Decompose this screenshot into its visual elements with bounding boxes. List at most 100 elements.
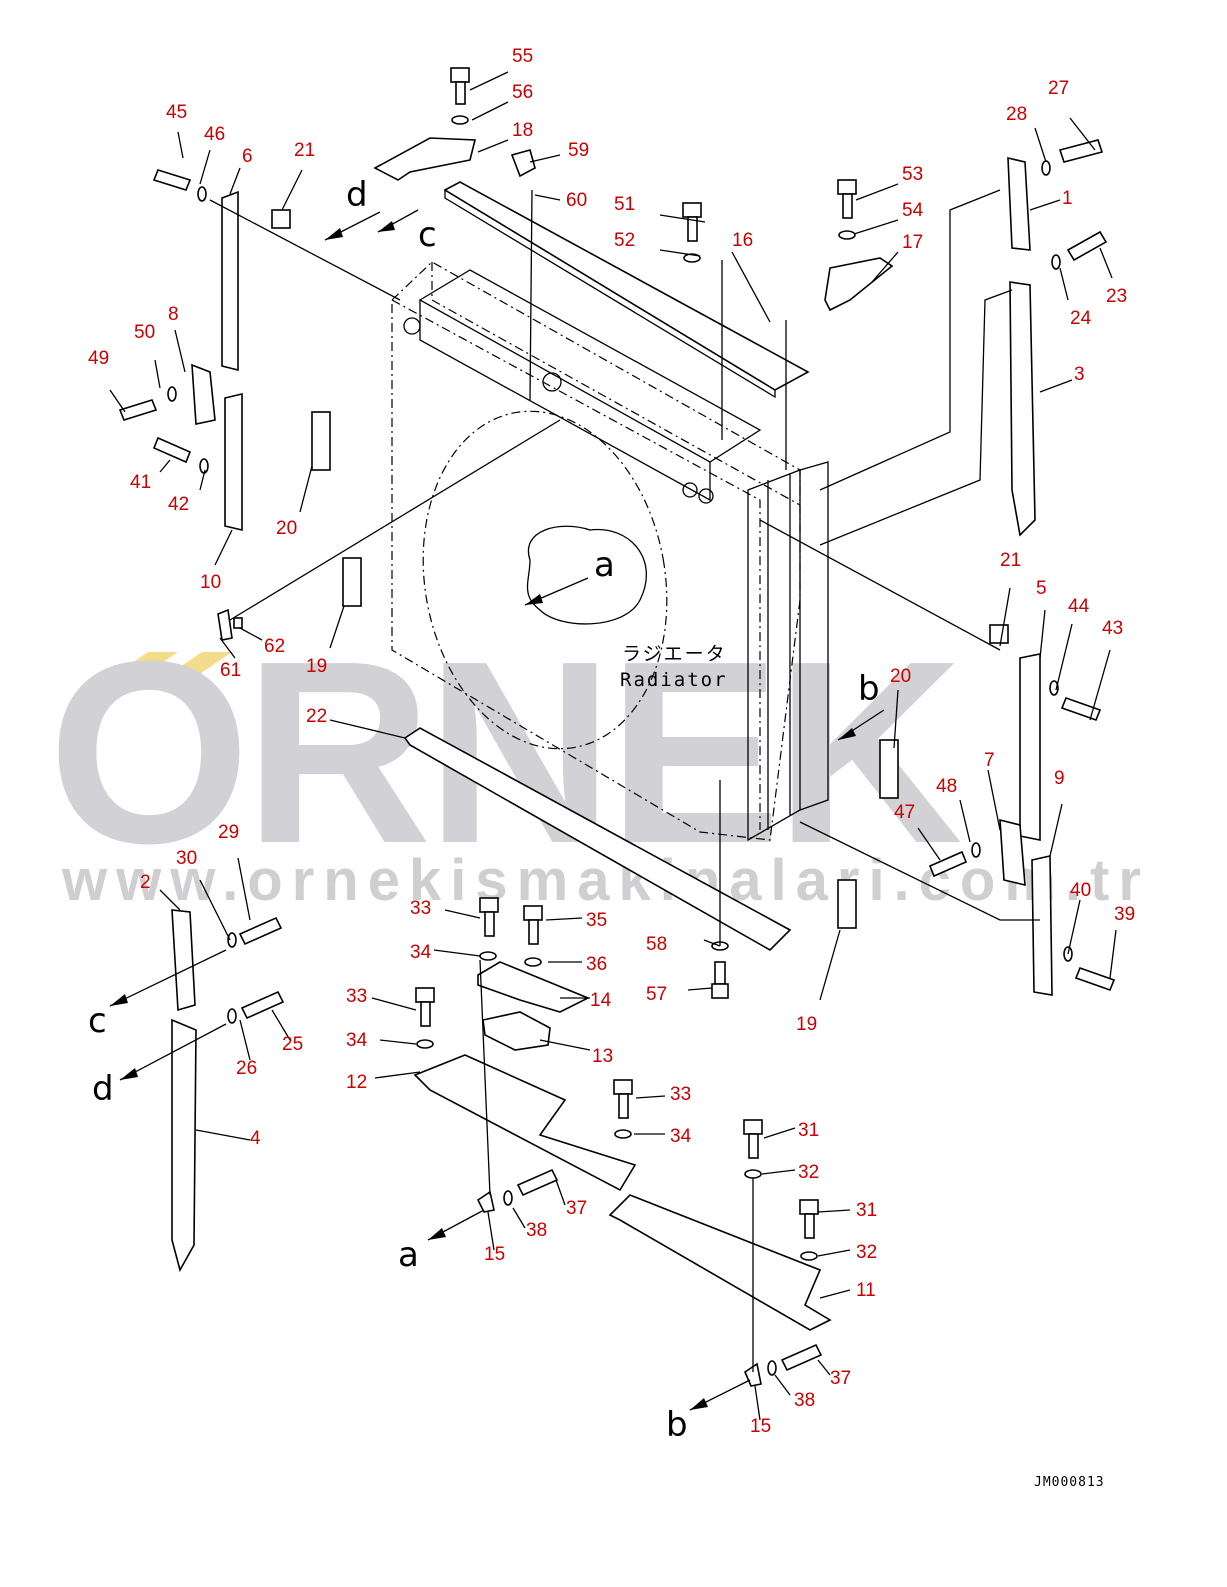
radiator-outline xyxy=(391,261,801,841)
bolt-33-shank-b xyxy=(420,1001,431,1027)
view-letter-c-top: c xyxy=(418,215,437,255)
radiator-label-en: Radiator xyxy=(620,669,728,691)
watermark-url: www.ornekismakinalari.com.tr xyxy=(61,848,1150,913)
bolt-27 xyxy=(1058,139,1104,163)
part-20-rubber-right xyxy=(879,739,899,799)
callout-30: 30 xyxy=(176,848,197,869)
bolt-35-shank xyxy=(528,919,539,945)
callout-19-left: 19 xyxy=(306,656,327,677)
washer-34-b xyxy=(416,1039,434,1049)
bolts xyxy=(118,67,1116,1372)
washer-32-b xyxy=(800,1251,818,1261)
washer-44 xyxy=(1049,680,1059,696)
callout-17: 17 xyxy=(902,232,923,253)
washer-26 xyxy=(227,1008,237,1024)
callout-51: 51 xyxy=(614,194,635,215)
part-14-plate xyxy=(477,961,590,1013)
radiator-front-edge xyxy=(391,299,761,830)
bolt-51-shank xyxy=(687,216,698,242)
callout-56: 56 xyxy=(512,82,533,103)
part-22-lower-bar xyxy=(403,727,792,951)
callout-26: 26 xyxy=(236,1058,257,1079)
callout-34-c: 34 xyxy=(670,1126,692,1147)
part-18-bracket xyxy=(373,137,477,181)
bolt-33-shank-c xyxy=(618,1093,629,1119)
washer-36 xyxy=(524,957,542,967)
washer-46 xyxy=(197,186,207,202)
bolt-47 xyxy=(928,850,968,878)
washer-42 xyxy=(199,458,209,474)
bolt-31-head-a xyxy=(743,1119,763,1135)
radiator-label-jp: ラジエータ xyxy=(622,643,727,665)
callout-22: 22 xyxy=(306,706,327,727)
callout-61: 61 xyxy=(220,660,241,681)
top-tank xyxy=(418,269,762,463)
part-4-seal xyxy=(171,1018,197,1273)
callout-47: 47 xyxy=(894,802,915,823)
callout-34-a: 34 xyxy=(410,942,432,963)
bolt-33-head-c xyxy=(613,1079,633,1095)
part-15-clip-a xyxy=(476,1190,495,1213)
radiator-top-edge xyxy=(431,262,801,506)
part-9-strip xyxy=(1031,855,1053,996)
callout-36: 36 xyxy=(586,954,607,975)
callout-33-b: 33 xyxy=(346,986,367,1007)
bolt-31-shank-a xyxy=(748,1133,759,1159)
callout-44: 44 xyxy=(1068,596,1090,617)
callout-20-right: 20 xyxy=(890,666,911,687)
part-3-seal xyxy=(1009,281,1036,537)
part-13-guide xyxy=(482,1011,551,1051)
callout-18: 18 xyxy=(512,120,533,141)
callout-15-b: 15 xyxy=(750,1416,771,1437)
callout-43: 43 xyxy=(1102,618,1123,639)
callout-46: 46 xyxy=(204,124,225,145)
part-21-pad-right xyxy=(989,624,1009,644)
callout-16: 16 xyxy=(732,230,753,251)
part-8-bracket xyxy=(191,363,216,425)
callout-38-a: 38 xyxy=(526,1220,547,1241)
side-frame-right-depth xyxy=(799,461,829,811)
callout-7: 7 xyxy=(984,750,995,771)
bolt-31-shank-b xyxy=(804,1213,815,1239)
callout-1: 1 xyxy=(1062,188,1073,209)
callout-59: 59 xyxy=(568,140,589,161)
view-letter-b-right: b xyxy=(858,669,880,709)
callout-31-a: 31 xyxy=(798,1120,819,1141)
callout-54: 54 xyxy=(902,200,924,221)
callout-45: 45 xyxy=(166,102,187,123)
bolt-49 xyxy=(118,399,158,421)
callout-14: 14 xyxy=(590,990,612,1011)
callout-20-left: 20 xyxy=(276,518,297,539)
bolt-55-shank xyxy=(455,81,466,105)
washer-34-a xyxy=(479,951,497,961)
bolt-45 xyxy=(152,169,192,191)
part-5-strip xyxy=(1019,653,1041,841)
radiator-assembly: ラジエータ Radiator xyxy=(391,261,829,842)
callout-9: 9 xyxy=(1054,768,1065,789)
washer-24 xyxy=(1051,254,1061,270)
washer-50 xyxy=(167,386,177,402)
washer-38-b xyxy=(767,1360,777,1376)
callout-24: 24 xyxy=(1070,308,1092,329)
bolt-51-head xyxy=(682,202,702,218)
callout-32-a: 32 xyxy=(798,1162,819,1183)
part-17-bracket xyxy=(824,257,894,312)
part-6-strip xyxy=(221,190,239,372)
watermark: ORNEK www.ornekismakinalari.com.tr xyxy=(48,608,1150,913)
direction-arrows xyxy=(109,209,885,1411)
part-19-rubber-left xyxy=(342,557,362,607)
part-62-clip xyxy=(233,617,243,629)
callout-29: 29 xyxy=(218,822,239,843)
bolt-37-a xyxy=(516,1168,559,1197)
washer-56 xyxy=(451,115,469,125)
callout-37-b: 37 xyxy=(830,1368,851,1389)
callout-39: 39 xyxy=(1114,904,1135,925)
callout-53: 53 xyxy=(902,164,923,185)
washer-28 xyxy=(1041,160,1051,176)
callout-60: 60 xyxy=(566,190,587,211)
callout-31-b: 31 xyxy=(856,1200,877,1221)
callout-38-b: 38 xyxy=(794,1390,815,1411)
washer-38-a xyxy=(503,1190,513,1206)
